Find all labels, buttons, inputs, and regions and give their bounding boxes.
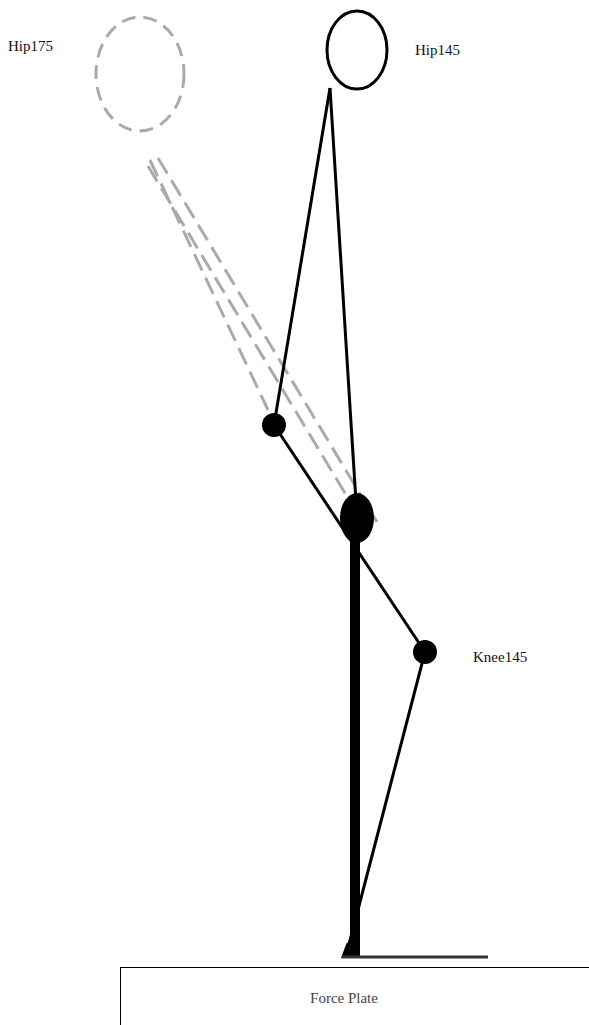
link	[274, 88, 330, 425]
hip145-segment	[327, 11, 387, 89]
dashed-link	[148, 166, 366, 528]
foot-line	[342, 956, 488, 959]
vertical-post	[350, 520, 360, 956]
link	[330, 88, 357, 518]
knee145-label: Knee145	[473, 649, 527, 666]
joint-dot	[340, 493, 374, 543]
hip175-label: Hip175	[8, 38, 53, 55]
hip145-label: Hip145	[415, 42, 460, 59]
knee-joint	[413, 640, 437, 664]
plate-label: Force Plate	[310, 990, 378, 1007]
joint-dot	[262, 413, 286, 437]
hip175-segment	[96, 17, 184, 131]
dashed-link	[158, 158, 377, 522]
force-plate-box: Force Plate	[120, 967, 589, 1025]
link	[274, 425, 425, 652]
